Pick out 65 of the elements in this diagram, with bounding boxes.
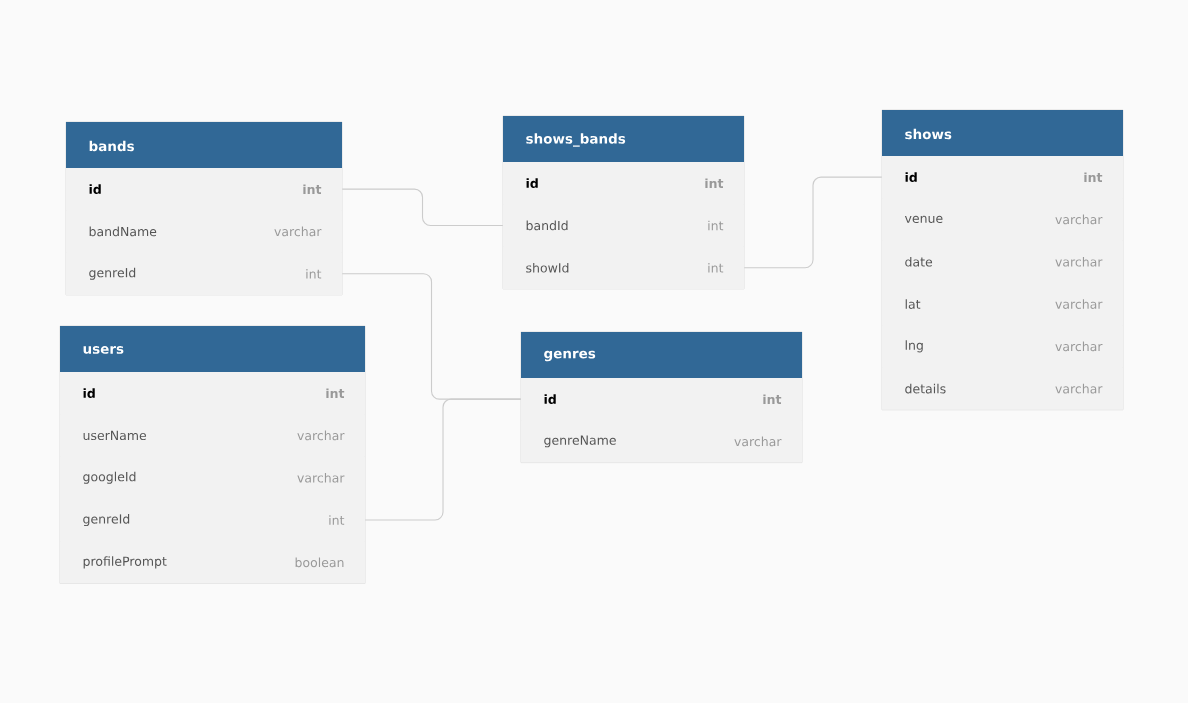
node-label: int	[306, 268, 322, 279]
table: genres id int genreName varchar	[520, 331, 803, 463]
node-label: genreName	[544, 435, 616, 448]
table-row: googleId varchar	[60, 456, 365, 499]
node-label: id	[544, 394, 556, 404]
table-row: id int	[66, 168, 342, 211]
table-row: venue varchar	[882, 198, 1123, 241]
table-row: showId int	[503, 246, 744, 289]
node-label: int	[1084, 172, 1103, 182]
node-label: boolean	[295, 557, 344, 568]
node-label: int	[705, 178, 724, 188]
table-row: id int	[882, 156, 1123, 199]
table-row: id int	[521, 378, 802, 421]
table-row: profilePrompt boolean	[60, 541, 365, 584]
node-label: varchar	[1055, 214, 1103, 225]
table-row: id int	[60, 372, 365, 415]
node-label: int	[763, 394, 782, 404]
node-label: varchar	[297, 472, 345, 483]
connector-line	[364, 398, 522, 521]
table-row: bandId int	[503, 204, 744, 247]
node-label: int	[329, 515, 345, 525]
table-row: id int	[503, 162, 744, 205]
table-row: lng varchar	[882, 325, 1123, 368]
node-label: genreId	[89, 267, 136, 280]
node-label: int	[303, 184, 322, 194]
node-label: varchar	[1055, 299, 1103, 309]
node-label: bandId	[526, 220, 568, 231]
table-row: lat varchar	[882, 282, 1123, 326]
table-row: genreId int	[66, 252, 342, 295]
table: bands id int bandName varchar genreId int	[65, 121, 343, 296]
node-label: id	[89, 184, 101, 194]
node-label: varchar	[1055, 256, 1103, 267]
table-row: userName varchar	[60, 414, 365, 457]
node-label: userName	[83, 430, 147, 441]
connector-line	[341, 188, 504, 226]
node-label: lng	[905, 340, 923, 353]
node-label: int	[326, 388, 345, 398]
node-label: lat	[905, 299, 921, 309]
table: shows_bands id int bandId int showId int	[502, 115, 745, 290]
node-label: int	[708, 220, 724, 231]
node-label: varchar	[1055, 341, 1103, 352]
node-label: int	[708, 262, 724, 273]
node-label: id	[905, 172, 917, 182]
connector-line	[743, 176, 883, 269]
node-label: bandName	[89, 226, 157, 237]
node-label: profilePrompt	[83, 556, 167, 569]
table: shows id int venue varchar date varchar lat varchar lng varchar details varchar	[881, 109, 1124, 411]
table-row: bandName varchar	[66, 210, 342, 253]
node-label: details	[905, 383, 946, 394]
table-row: details varchar	[882, 367, 1123, 410]
node-label: date	[905, 256, 933, 267]
table-row: genreName varchar	[521, 420, 802, 463]
node-label: venue	[904, 215, 943, 224]
table-row: genreId int	[60, 498, 365, 542]
node-label: varchar	[297, 430, 345, 441]
table: users id int userName varchar googleId varchar genreId int profilePrompt boolean	[59, 325, 366, 584]
node-label: varchar	[1055, 383, 1103, 394]
table-row: date varchar	[882, 240, 1123, 283]
node-label: showId	[526, 262, 569, 273]
node-label: varchar	[274, 226, 322, 237]
node-label: genreId	[83, 513, 130, 527]
node-label: varchar	[734, 436, 782, 447]
node-label: id	[83, 388, 95, 398]
node-label: googleId	[83, 471, 136, 484]
node-label: id	[526, 178, 538, 188]
